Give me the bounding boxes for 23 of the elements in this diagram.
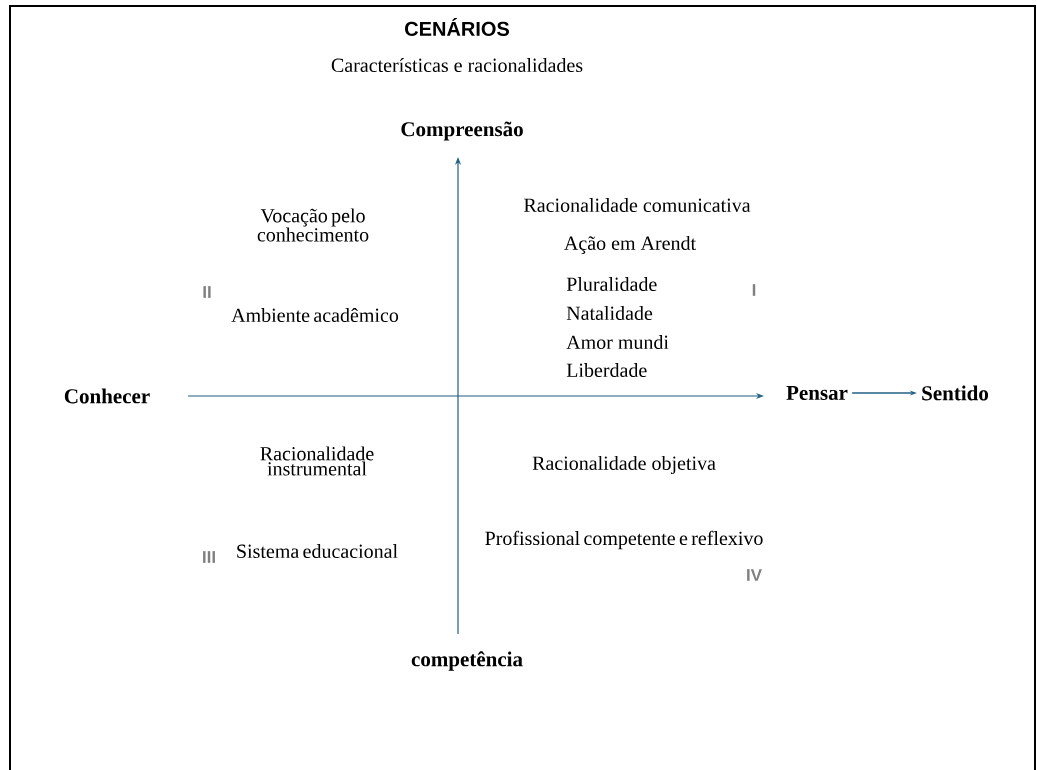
quadrant-number: II <box>203 286 211 298</box>
quadrant-text: Racionalidade objetiva <box>532 455 716 475</box>
quadrant-text: Amor mundi <box>566 334 669 349</box>
quadrant-number: IV <box>747 569 762 581</box>
quadrant-text: Sistema educacional <box>237 543 398 558</box>
quadrant-text: Liberdade <box>566 362 647 378</box>
quadrant-text: Racionalidade instrumental <box>260 446 374 476</box>
axis-label: Sentido <box>922 385 989 401</box>
axis-label: Conhecer <box>64 388 150 404</box>
title: CENÁRIOS <box>405 18 509 36</box>
axis-label: Compreensão <box>401 121 523 141</box>
subtitle: Características e racionalidades <box>331 57 583 73</box>
quadrant-text: Vocação pelo conhecimento <box>257 208 369 242</box>
axis-label: Pensar <box>786 386 848 400</box>
quadrant-text: Profissional competente e reflexivo <box>485 530 763 550</box>
axis-label: competência <box>411 651 523 671</box>
quadrant-text: Pluralidade <box>566 276 657 292</box>
quadrant-number: III <box>203 551 215 563</box>
quadrant-text: Natalidade <box>566 305 653 321</box>
quadrant-text: Ação em Arendt <box>564 235 696 255</box>
quadrant-text: Racionalidade comunicativa <box>524 197 751 213</box>
quadrant-number: I <box>752 284 756 296</box>
quadrant-text: Ambiente acadêmico <box>231 307 399 323</box>
